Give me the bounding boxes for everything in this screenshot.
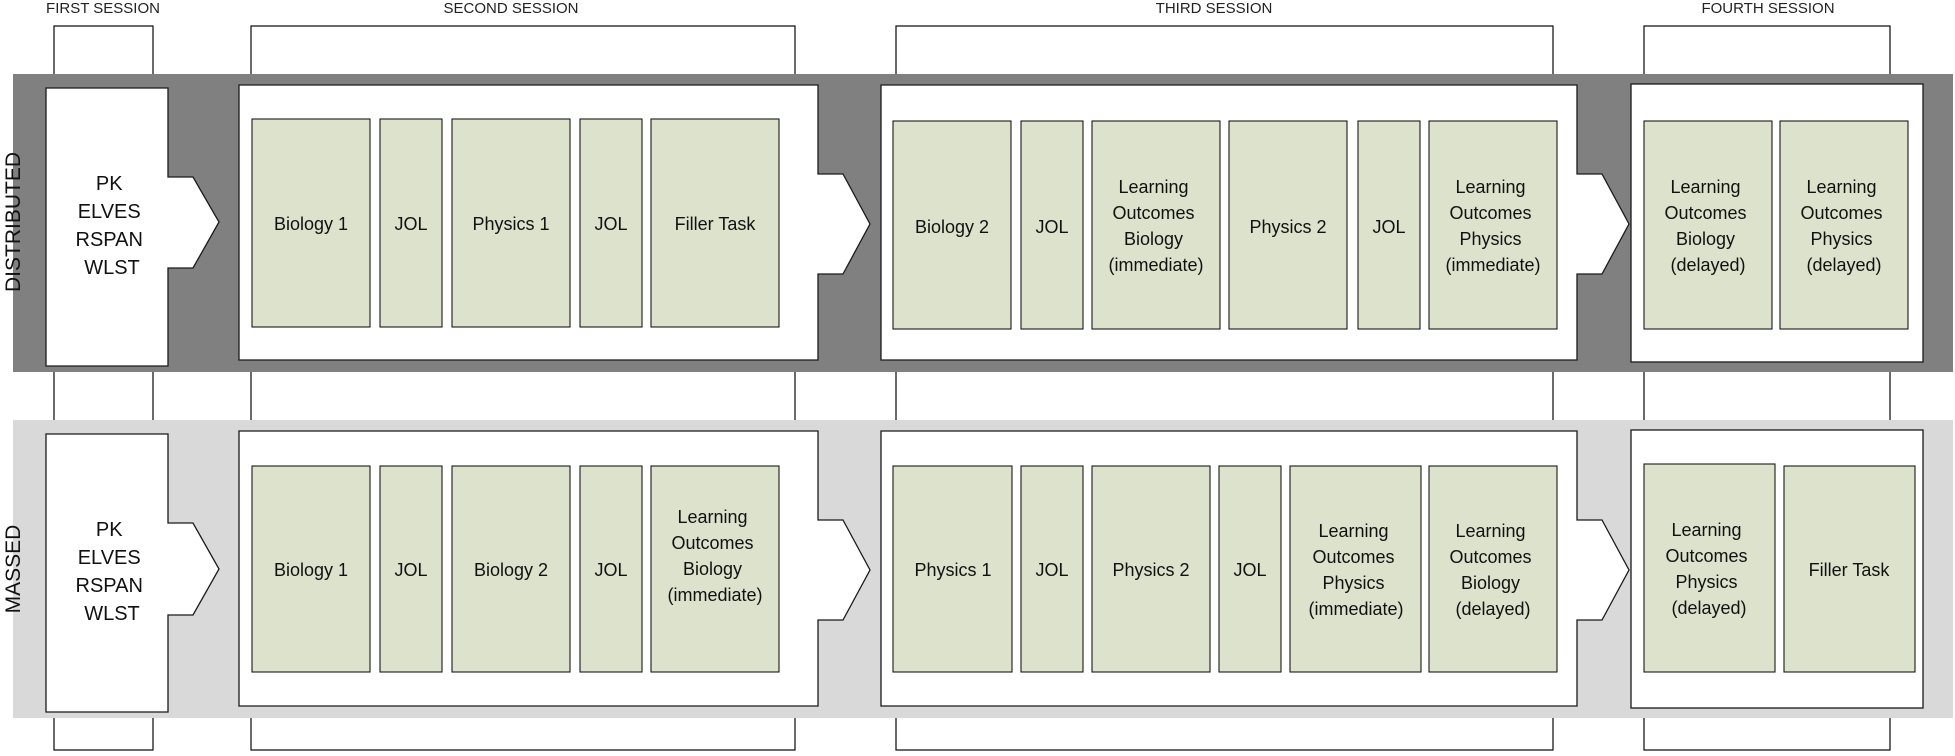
task-box [650, 118, 780, 328]
task-box [650, 465, 780, 673]
task-box [579, 465, 643, 673]
task-box [1783, 465, 1916, 673]
massed-row: PK ELVES RSPAN WLST Biology 1 JOL [45, 429, 1924, 713]
first-session-label: FIRST SESSION [46, 0, 160, 17]
task-label: Biology 2 [915, 217, 989, 237]
task-label: Learning Outcomes Biology (immediate) [1108, 177, 1203, 275]
distributed-row: PK ELVES RSPAN WLST Biology 1 JOL [45, 83, 1924, 367]
task-label: Physics 1 [914, 560, 991, 580]
task-box [1091, 120, 1221, 330]
task-label: Learning Outcomes Biology (delayed) [1664, 177, 1751, 275]
first-session-arrow [45, 433, 220, 713]
task-label: JOL [1233, 560, 1266, 580]
first-session-tests: PK ELVES RSPAN WLST [76, 519, 149, 625]
task-label: Filler Task [1809, 560, 1891, 580]
task-label: JOL [594, 560, 627, 580]
task-box [379, 118, 443, 328]
task-box [251, 118, 371, 328]
task-box [1218, 465, 1282, 673]
task-box [251, 465, 371, 673]
task-label: Learning Outcomes Physics (immediate) [1308, 521, 1403, 619]
task-box [1289, 465, 1422, 673]
task-box [1020, 120, 1084, 330]
task-label: Filler Task [675, 214, 757, 234]
task-label: Physics 2 [1249, 217, 1326, 237]
task-label: Learning Outcomes Biology (immediate) [667, 507, 762, 605]
task-box [1643, 120, 1773, 330]
task-box [1428, 120, 1558, 330]
task-label: Learning Outcomes Physics (immediate) [1445, 177, 1540, 275]
task-label: Physics 1 [472, 214, 549, 234]
task-label: JOL [394, 214, 427, 234]
task-label: Biology 1 [274, 214, 348, 234]
task-label: JOL [1372, 217, 1405, 237]
task-box [1428, 465, 1558, 673]
task-box [1643, 463, 1776, 673]
task-label: Learning Outcomes Physics (delayed) [1665, 520, 1752, 618]
fourth-session-label: FOURTH SESSION [1701, 0, 1834, 17]
task-label: Biology 1 [274, 560, 348, 580]
task-box [892, 465, 1013, 673]
task-label: JOL [1035, 560, 1068, 580]
task-box [451, 465, 571, 673]
task-label: JOL [394, 560, 427, 580]
first-session-tests: PK ELVES RSPAN WLST [76, 173, 149, 279]
task-box [1020, 465, 1084, 673]
task-box [1091, 465, 1211, 673]
task-box [1779, 120, 1909, 330]
row-label-massed: MASSED [2, 525, 25, 614]
task-box [1228, 120, 1348, 330]
task-label: Learning Outcomes Biology (delayed) [1449, 521, 1536, 619]
task-box [1357, 120, 1421, 330]
task-box [379, 465, 443, 673]
task-label: Learning Outcomes Physics (delayed) [1800, 177, 1887, 275]
task-box [451, 118, 571, 328]
first-session-arrow [45, 87, 220, 367]
task-label: JOL [1035, 217, 1068, 237]
task-label: Physics 2 [1112, 560, 1189, 580]
row-label-distributed: DISTRIBUTED [2, 152, 25, 292]
task-label: Biology 2 [474, 560, 548, 580]
second-session-label: SECOND SESSION [443, 0, 578, 17]
task-box [892, 120, 1012, 330]
task-box [579, 118, 643, 328]
third-session-label: THIRD SESSION [1156, 0, 1273, 17]
task-label: JOL [594, 214, 627, 234]
